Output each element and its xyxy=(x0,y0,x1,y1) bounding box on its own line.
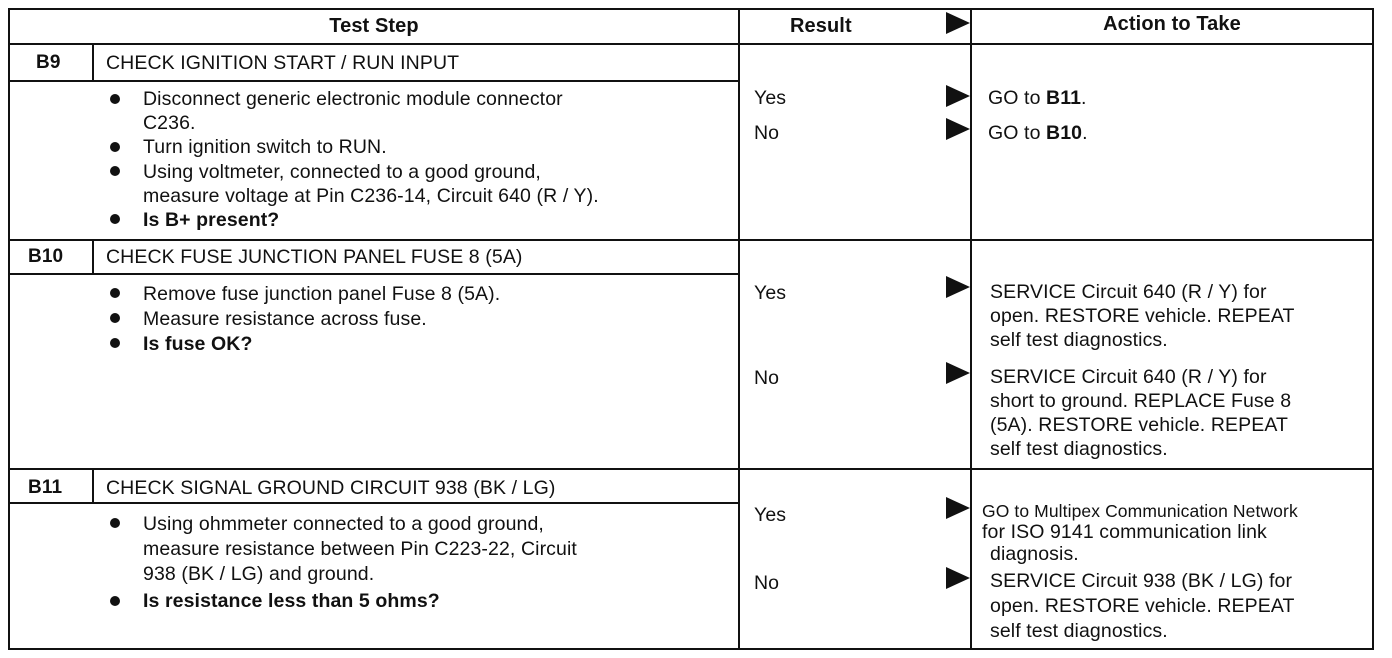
bullet-icon xyxy=(110,166,120,176)
b11-result-no: No xyxy=(754,572,780,594)
b9-no-action: GO to B10. xyxy=(988,122,1088,144)
b11-no-arrow-icon xyxy=(946,567,970,589)
b10-bullet-2-line-1: Measure resistance across fuse. xyxy=(143,308,427,330)
b10-step-title: CHECK FUSE JUNCTION PANEL FUSE 8 (5A) xyxy=(106,246,523,268)
table-border-bottom xyxy=(8,648,1374,650)
bullet-icon xyxy=(110,338,120,348)
b11-no-action-line-3: self test diagnostics. xyxy=(990,620,1168,642)
b11-yes-arrow-icon xyxy=(946,497,970,519)
row-divider-b9-b10 xyxy=(8,239,1374,241)
b9-no-arrow-icon xyxy=(946,118,970,140)
b10-yes-action-line-1: SERVICE Circuit 640 (R / Y) for xyxy=(990,281,1267,303)
b9-id-divider xyxy=(92,43,94,81)
b9-bullet-1-line-1: Disconnect generic electronic module con… xyxy=(143,88,563,110)
b10-no-action-line-2: short to ground. REPLACE Fuse 8 xyxy=(990,390,1292,412)
b9-bullet-2-line-1: Turn ignition switch to RUN. xyxy=(143,136,387,158)
bullet-icon xyxy=(110,142,120,152)
bullet-icon xyxy=(110,518,120,528)
bullet-icon xyxy=(110,94,120,104)
bullet-icon xyxy=(110,596,120,606)
column-divider-step-result xyxy=(738,8,740,650)
header-action: Action to Take xyxy=(1103,13,1241,35)
b11-bullet-2-question: Is resistance less than 5 ohms? xyxy=(143,590,440,612)
b9-yes-action: GO to B11. xyxy=(988,87,1087,109)
b10-result-yes: Yes xyxy=(754,282,787,304)
b10-title-underline xyxy=(8,273,740,275)
b10-no-action-line-3: (5A). RESTORE vehicle. REPEAT xyxy=(990,414,1289,436)
b10-yes-action-line-3: self test diagnostics. xyxy=(990,329,1168,351)
bullet-icon xyxy=(110,288,120,298)
b10-bullet-1-line-1: Remove fuse junction panel Fuse 8 (5A). xyxy=(143,283,501,305)
b10-bullet-3-question: Is fuse OK? xyxy=(143,333,253,355)
b10-yes-arrow-icon xyxy=(946,276,970,298)
bullet-icon xyxy=(110,214,120,224)
b11-yes-action-line-3: diagnosis. xyxy=(990,543,1079,565)
b11-yes-action-line-2: for ISO 9141 communication link xyxy=(982,521,1267,543)
b9-bullet-3-line-1: Using voltmeter, connected to a good gro… xyxy=(143,161,541,183)
header-arrow-icon xyxy=(946,12,970,34)
b10-id-divider xyxy=(92,239,94,275)
header-divider xyxy=(8,43,1374,45)
b11-yes-action-line-1: GO to Multipex Communication Network xyxy=(982,501,1298,521)
b9-yes-arrow-icon xyxy=(946,85,970,107)
b10-no-action-line-1: SERVICE Circuit 640 (R / Y) for xyxy=(990,366,1267,388)
b11-step-title: CHECK SIGNAL GROUND CIRCUIT 938 (BK / LG… xyxy=(106,477,556,499)
b11-bullet-1-line-1: Using ohmmeter connected to a good groun… xyxy=(143,513,544,535)
b10-no-arrow-icon xyxy=(946,362,970,384)
b9-result-yes: Yes xyxy=(754,87,787,109)
b11-step-id: B11 xyxy=(28,477,63,498)
b11-bullet-1-line-3: 938 (BK / LG) and ground. xyxy=(143,563,375,585)
b10-result-no: No xyxy=(754,367,780,389)
b10-no-action-line-4: self test diagnostics. xyxy=(990,438,1168,460)
bullet-icon xyxy=(110,313,120,323)
b9-step-title: CHECK IGNITION START / RUN INPUT xyxy=(106,52,460,74)
header-test-step: Test Step xyxy=(329,15,419,37)
b10-yes-action-line-2: open. RESTORE vehicle. REPEAT xyxy=(990,305,1295,327)
table-border-top xyxy=(8,8,1374,10)
row-divider-b10-b11 xyxy=(8,468,1374,470)
b11-no-action-line-2: open. RESTORE vehicle. REPEAT xyxy=(990,595,1295,617)
b11-id-divider xyxy=(92,468,94,504)
b9-result-no: No xyxy=(754,122,780,144)
header-result: Result xyxy=(790,15,852,37)
b9-step-id: B9 xyxy=(36,52,61,73)
b11-title-underline xyxy=(8,502,740,504)
table-border-left xyxy=(8,8,10,650)
b11-no-action-line-1: SERVICE Circuit 938 (BK / LG) for xyxy=(990,570,1293,592)
b10-step-id: B10 xyxy=(28,246,64,267)
b9-bullet-4-question: Is B+ present? xyxy=(143,209,280,231)
b9-title-underline xyxy=(8,80,740,82)
b9-bullet-1-line-2: C236. xyxy=(143,112,196,134)
b11-result-yes: Yes xyxy=(754,504,787,526)
table-border-right xyxy=(1372,8,1374,650)
b9-bullet-3-line-2: measure voltage at Pin C236-14, Circuit … xyxy=(143,185,599,207)
b11-bullet-1-line-2: measure resistance between Pin C223-22, … xyxy=(143,538,577,560)
column-divider-result-action xyxy=(970,8,972,650)
